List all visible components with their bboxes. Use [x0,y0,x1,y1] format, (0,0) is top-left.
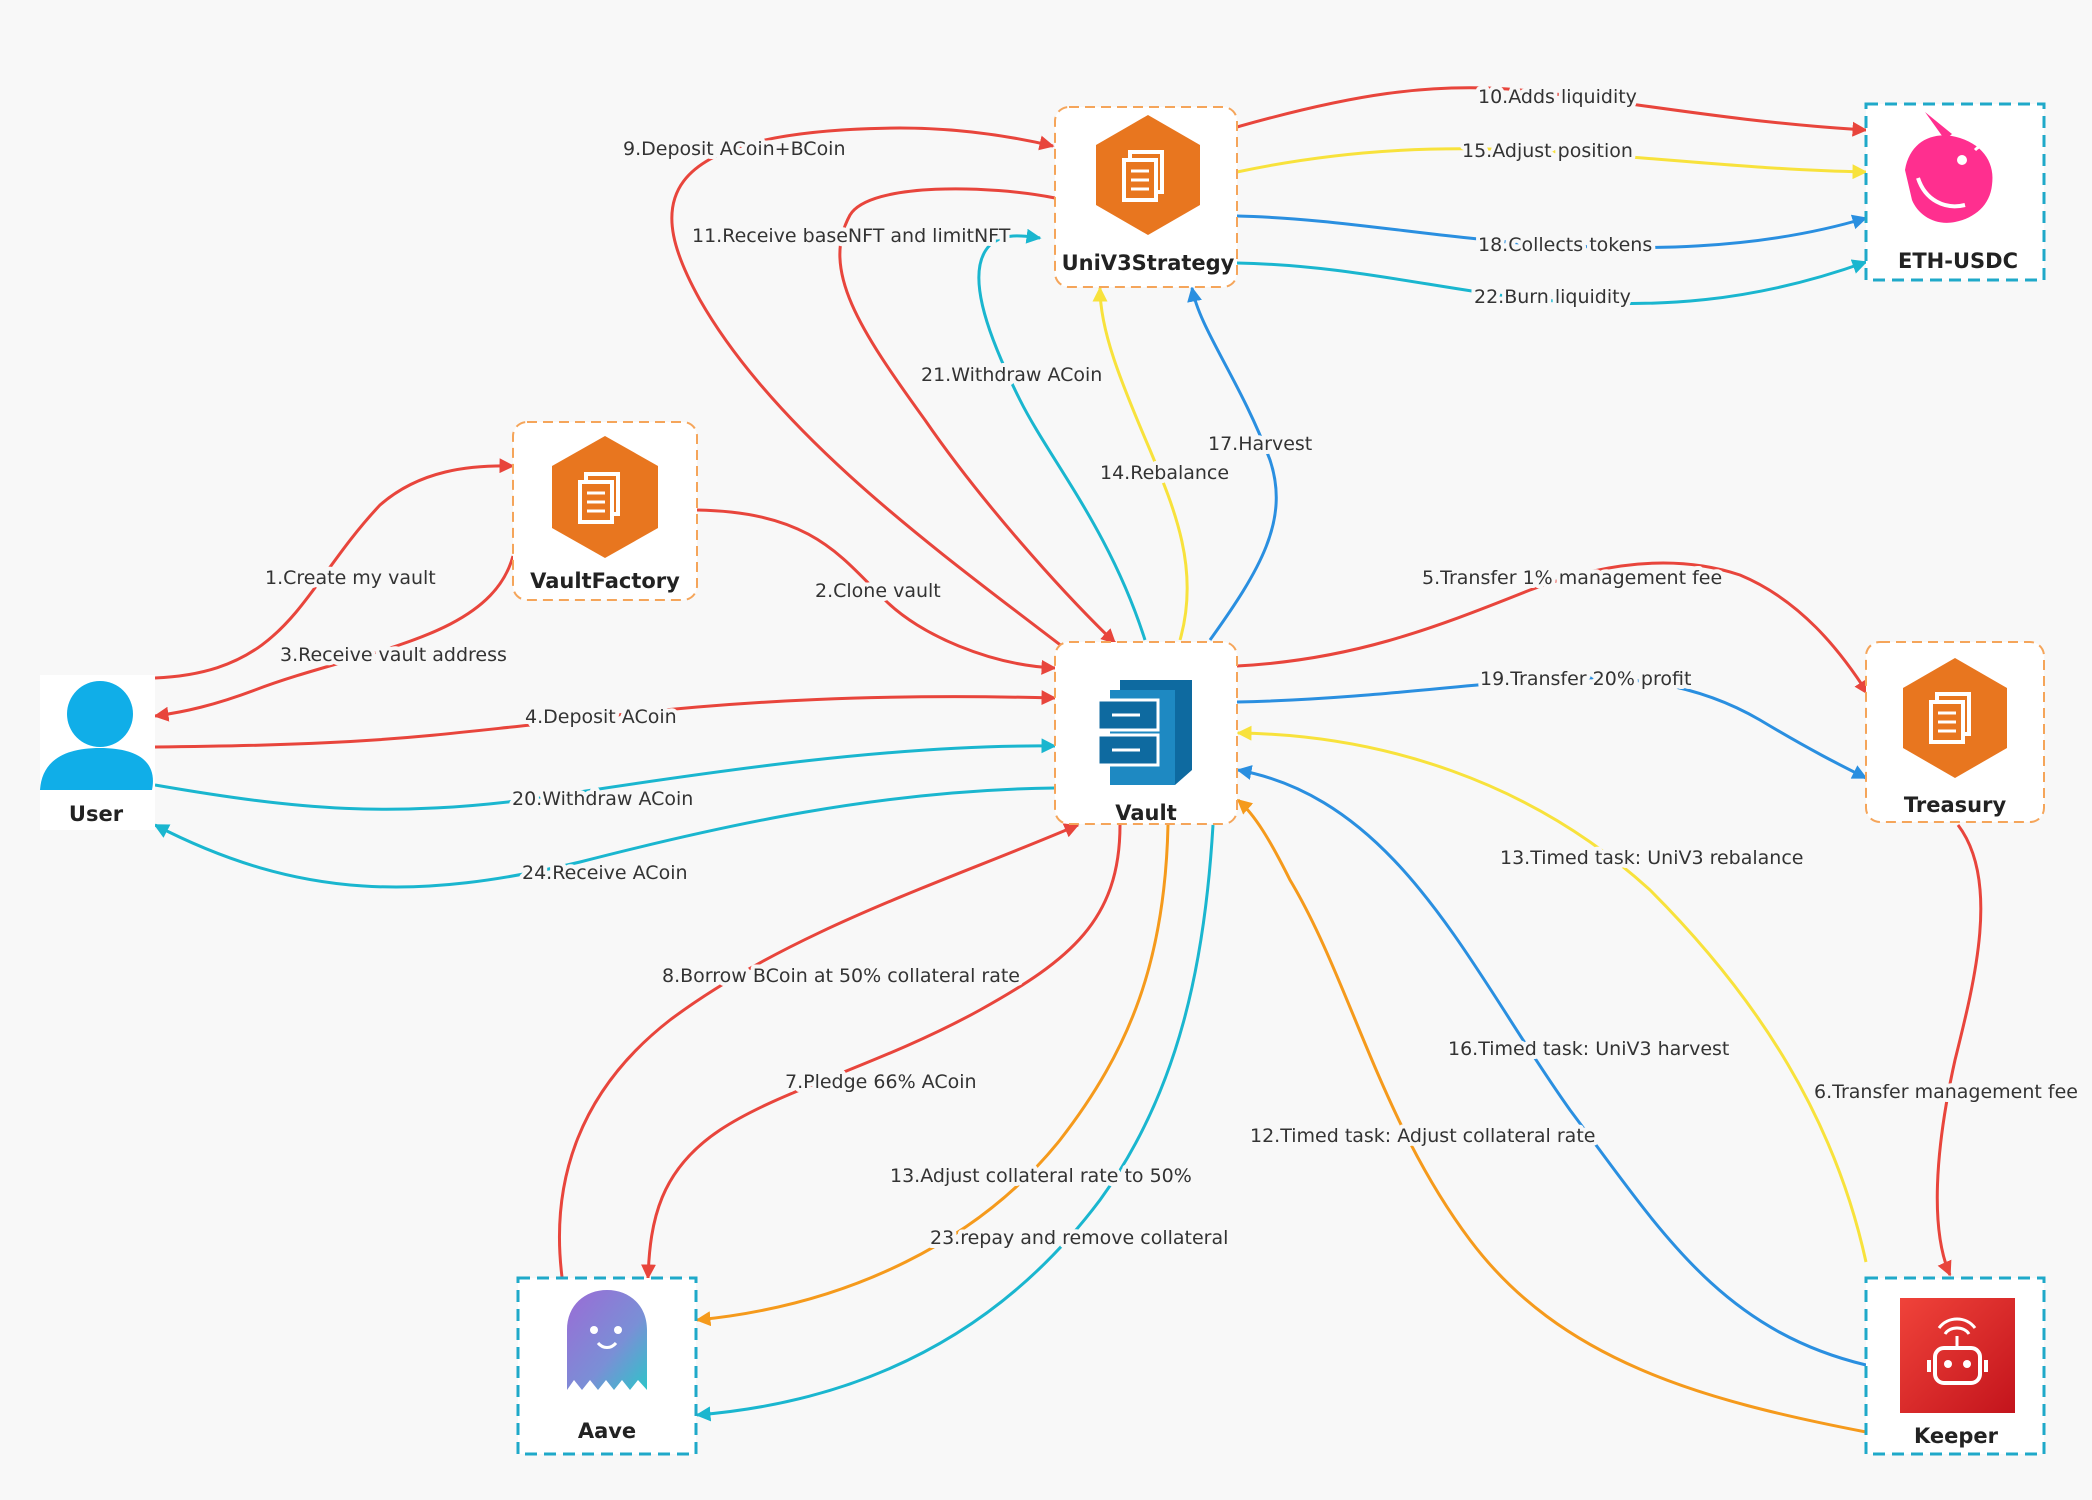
node-keeper-label: Keeper [1914,1424,1999,1448]
label-adds-liquidity: 10.Adds liquidity [1478,86,1637,108]
edge-burn-liquidity [1236,259,1868,306]
label-adjust-position: 15.Adjust position [1462,140,1633,162]
node-vault[interactable]: Vault [1054,641,1238,825]
label-borrow-bcoin: 8.Borrow BCoin at 50% collateral rate [662,965,1020,987]
label-pledge-acoin: 7.Pledge 66% ACoin [785,1071,977,1093]
edges-layer [153,86,1983,1434]
node-keeper[interactable]: Keeper [1864,1276,2046,1456]
edge-pledge-acoin [640,824,1122,1280]
node-univ3-strategy-label: UniV3Strategy [1062,251,1235,275]
label-clone-vault: 2.Clone vault [815,580,941,602]
label-receive-nfts: 11.Receive baseNFT and limitNFT [692,225,1011,247]
edge-receive-acoin [153,786,1056,889]
edge-rebalance [1092,286,1189,641]
edge-withdraw-acoin-strategy [977,228,1147,641]
edge-clone-vault [696,508,1057,675]
node-univ3-strategy[interactable]: UniV3Strategy [1054,106,1238,288]
edge-timed-adjust-collateral [1236,798,1867,1434]
contract-hexagon-icon [1096,115,1200,235]
node-treasury-label: Treasury [1904,793,2007,817]
edge-borrow-bcoin [558,823,1080,1278]
contract-hexagon-icon [552,436,658,558]
label-timed-rebalance: 13.Timed task: UniV3 rebalance [1500,847,1804,869]
edge-adjust-position [1236,147,1868,180]
edge-adjust-collateral [695,824,1170,1327]
label-create-vault: 1.Create my vault [265,567,436,589]
label-receive-vault-address: 3.Receive vault address [280,644,507,666]
contract-hexagon-icon [1903,658,2007,778]
label-transfer-management-fee-keeper: 6.Transfer management fee [1814,1081,2078,1103]
node-vault-label: Vault [1115,801,1176,825]
label-timed-adjust-collateral: 12.Timed task: Adjust collateral rate [1250,1125,1595,1147]
edge-deposit-acoin-bcoin [670,126,1081,662]
node-aave-label: Aave [578,1419,636,1443]
edge-transfer-management-fee-treasury [1236,561,1870,696]
label-harvest: 17.Harvest [1208,433,1312,455]
label-repay-remove-collateral: 23.repay and remove collateral [930,1227,1228,1249]
label-deposit-acoin: 4.Deposit ACoin [525,706,677,728]
label-transfer-management-fee-treasury: 5.Transfer 1% management fee [1422,567,1722,589]
edge-adds-liquidity [1236,86,1868,137]
label-rebalance: 14.Rebalance [1100,462,1229,484]
edge-timed-harvest [1236,765,1867,1367]
edge-transfer-profit [1236,676,1868,780]
node-vault-factory[interactable]: VaultFactory [512,421,698,601]
edge-timed-rebalance [1236,725,1868,1263]
label-withdraw-acoin-user: 20.Withdraw ACoin [512,788,693,810]
edge-labels: 1.Create my vault 3.Receive vault addres… [261,82,2082,1253]
edge-receive-nfts [838,187,1117,645]
node-vault-factory-label: VaultFactory [530,569,680,593]
label-timed-harvest: 16.Timed task: UniV3 harvest [1448,1038,1729,1060]
label-collects-tokens: 18.Collects tokens [1478,234,1652,256]
edge-deposit-acoin [154,690,1057,749]
node-eth-usdc-label: ETH-USDC [1898,249,2018,273]
node-eth-usdc[interactable]: ETH-USDC [1864,102,2046,282]
label-withdraw-acoin-strategy: 21.Withdraw ACoin [921,364,1102,386]
node-user-label: User [69,802,124,826]
filing-cabinet-icon [1096,680,1192,785]
edge-withdraw-acoin-user [154,738,1057,811]
robot-icon [1900,1298,2015,1413]
label-deposit-acoin-bcoin: 9.Deposit ACoin+BCoin [623,138,846,160]
node-aave[interactable]: Aave [516,1276,698,1456]
edge-collects-tokens [1236,214,1868,250]
user-icon [40,681,153,790]
edge-create-vault [154,458,515,680]
label-receive-acoin: 24.Receive ACoin [522,862,688,884]
edge-repay-remove-collateral [695,824,1215,1422]
ghost-icon [567,1290,647,1390]
label-adjust-collateral: 13.Adjust collateral rate to 50% [890,1165,1192,1187]
label-transfer-profit: 19.Transfer 20% profit [1480,668,1691,690]
edge-harvest [1187,286,1278,641]
label-burn-liquidity: 22.Burn liquidity [1474,286,1631,308]
node-user[interactable]: User [40,675,155,830]
edge-receive-vault-address [153,555,515,722]
unicorn-icon [1905,112,1993,223]
edge-transfer-management-fee-keeper [1935,824,1983,1277]
node-treasury[interactable]: Treasury [1865,641,2045,823]
